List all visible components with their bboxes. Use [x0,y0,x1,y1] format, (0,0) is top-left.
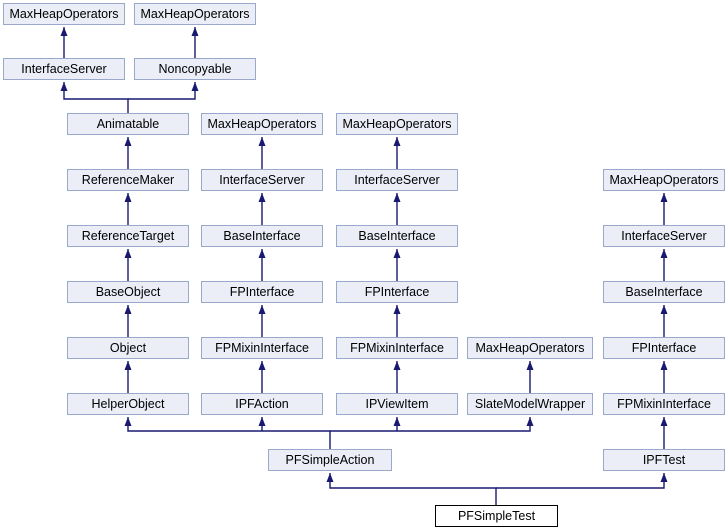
node-interfaceserver[interactable]: InterfaceServer [336,169,458,191]
node-object[interactable]: Object [67,337,189,359]
node-interfaceserver[interactable]: InterfaceServer [3,58,125,80]
node-pfsimpletest-focus: PFSimpleTest [435,505,558,527]
node-maxheapoperators[interactable]: MaxHeapOperators [3,3,125,25]
node-interfaceserver[interactable]: InterfaceServer [201,169,323,191]
node-slatemodelwrapper[interactable]: SlateModelWrapper [467,393,593,415]
node-baseinterface[interactable]: BaseInterface [336,225,458,247]
node-fpinterface[interactable]: FPInterface [201,281,323,303]
node-fpmixininterface[interactable]: FPMixinInterface [603,393,725,415]
node-baseobject[interactable]: BaseObject [67,281,189,303]
node-fpmixininterface[interactable]: FPMixinInterface [201,337,323,359]
node-maxheapoperators[interactable]: MaxHeapOperators [336,113,458,135]
node-referencetarget[interactable]: ReferenceTarget [67,225,189,247]
node-pfsimpleaction[interactable]: PFSimpleAction [268,449,392,471]
node-ipftest[interactable]: IPFTest [603,449,725,471]
node-maxheapoperators[interactable]: MaxHeapOperators [134,3,256,25]
node-maxheapoperators[interactable]: MaxHeapOperators [201,113,323,135]
node-ipviewitem[interactable]: IPViewItem [336,393,458,415]
node-referencemaker[interactable]: ReferenceMaker [67,169,189,191]
node-noncopyable[interactable]: Noncopyable [134,58,256,80]
node-maxheapoperators[interactable]: MaxHeapOperators [467,337,593,359]
node-fpinterface[interactable]: FPInterface [336,281,458,303]
node-baseinterface[interactable]: BaseInterface [201,225,323,247]
node-helperobject[interactable]: HelperObject [67,393,189,415]
node-maxheapoperators[interactable]: MaxHeapOperators [603,169,725,191]
node-fpinterface[interactable]: FPInterface [603,337,725,359]
node-ipfaction[interactable]: IPFAction [201,393,323,415]
node-interfaceserver[interactable]: InterfaceServer [603,225,725,247]
node-baseinterface[interactable]: BaseInterface [603,281,725,303]
node-fpmixininterface[interactable]: FPMixinInterface [336,337,458,359]
node-animatable[interactable]: Animatable [67,113,189,135]
